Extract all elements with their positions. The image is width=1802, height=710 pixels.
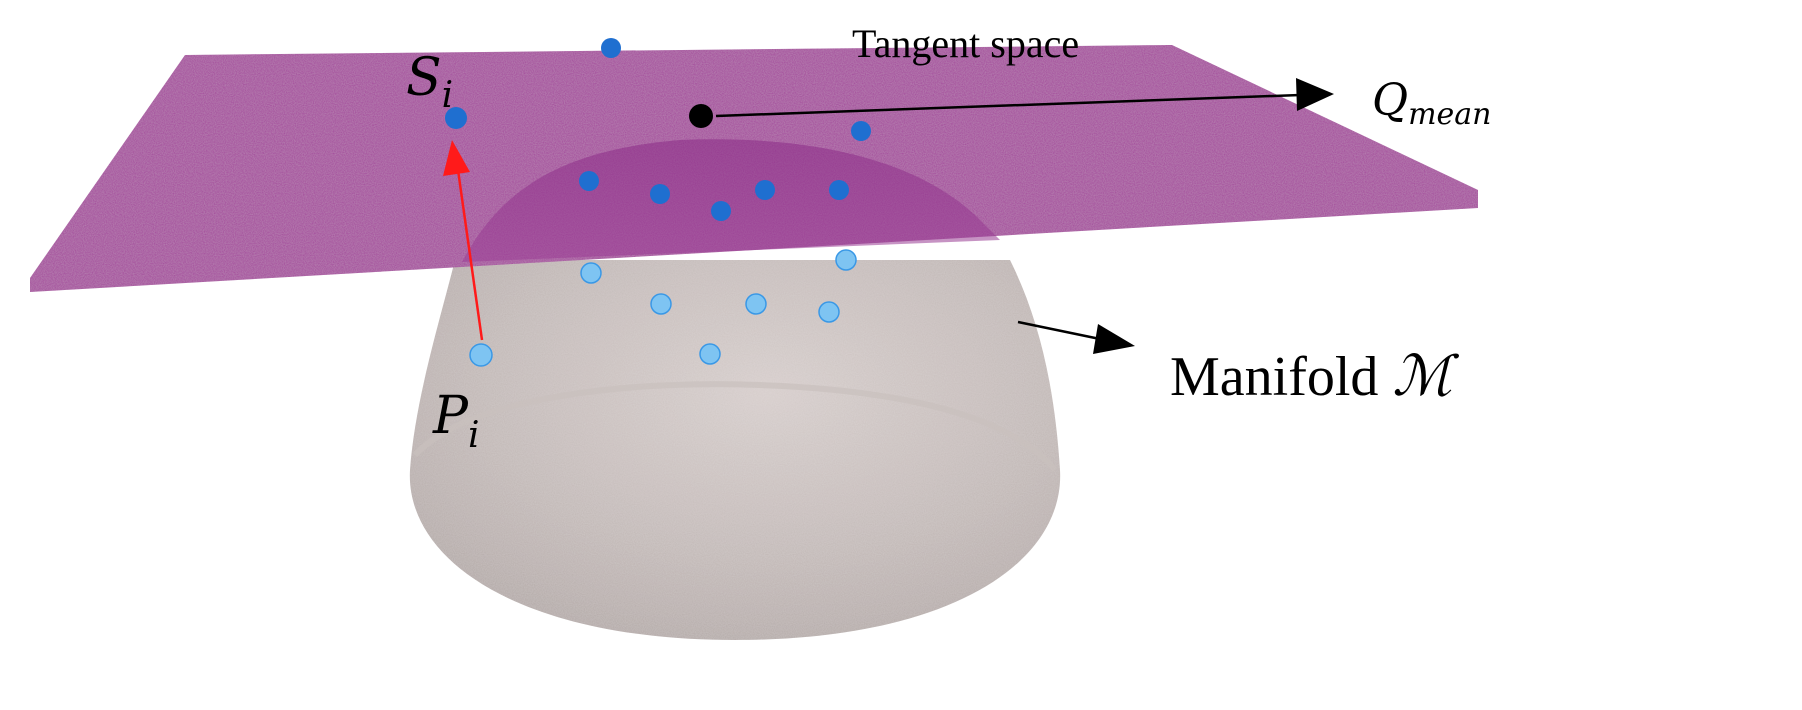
log-map-arrow: [443, 140, 484, 341]
s-i-label: Si: [406, 48, 453, 116]
projected-point: [650, 184, 670, 204]
manifold-dome: [409, 260, 1061, 640]
projected-point: [579, 171, 599, 191]
projected-point: [601, 38, 621, 58]
p-i-label: Pi: [432, 386, 480, 456]
mean-pointer-arrowhead: [1296, 78, 1334, 111]
q-mean-label: Qmean: [1372, 75, 1492, 132]
projected-points: [445, 38, 871, 221]
manifold-dome-body: [409, 260, 1061, 640]
manifold-dome-rim: [412, 381, 1058, 472]
manifold-dome-cap: [462, 139, 1000, 262]
manifold-point: [745, 293, 767, 315]
projected-point-s-i: [445, 107, 467, 129]
manifold-point-p-i: [469, 343, 493, 367]
manifold-point: [580, 262, 602, 284]
manifold-point: [650, 293, 672, 315]
mean-point: [689, 104, 713, 128]
manifold-pointer-arrowhead: [1093, 324, 1135, 354]
projected-point: [711, 201, 731, 221]
projected-point: [851, 121, 871, 141]
mean-pointer-arrow: [715, 93, 1301, 118]
manifold-label: Manifold ℳ: [1170, 346, 1459, 408]
tangent-space-label: Tangent space: [852, 21, 1079, 66]
manifold-points: [469, 249, 857, 367]
manifold-pointer-arrow: [1017, 320, 1101, 341]
manifold-point: [818, 301, 840, 323]
manifold-point: [835, 249, 857, 271]
projected-point: [829, 180, 849, 200]
manifold-point: [699, 343, 721, 365]
projected-point: [755, 180, 775, 200]
